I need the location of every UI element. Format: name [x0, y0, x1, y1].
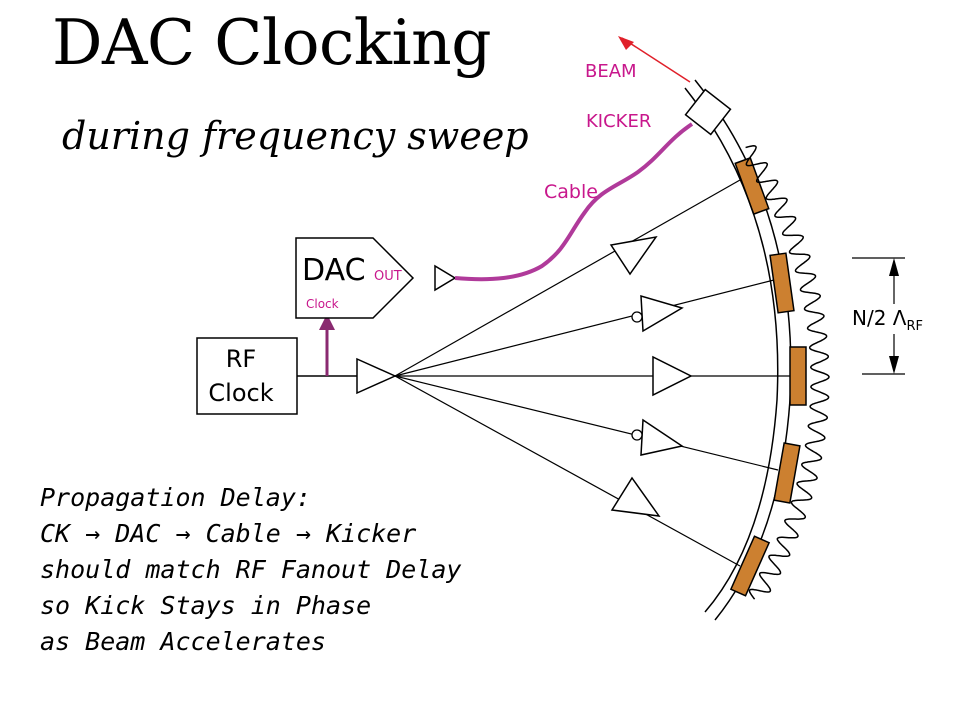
- buffer-3: [652, 355, 693, 397]
- slide-subtitle: during frequency sweep: [62, 114, 529, 158]
- note-line: as Beam Accelerates: [40, 627, 326, 656]
- cavity-3: [789, 346, 807, 406]
- inverter-2-bubble: [631, 311, 643, 323]
- beam-label: BEAM: [585, 61, 637, 82]
- spacing-label: N/2 ΛRF: [852, 306, 923, 334]
- kicker-box: [684, 88, 732, 136]
- inverter-4: [640, 418, 684, 456]
- slide-title: DAC Clocking: [52, 6, 492, 79]
- note-line: Propagation Delay:: [40, 483, 311, 512]
- beam-arrow-head: [618, 36, 634, 50]
- notes: Propagation Delay: CK → DAC → Cable → Ki…: [40, 480, 461, 660]
- dac-box: [295, 237, 415, 319]
- kicker-label: KICKER: [586, 111, 651, 132]
- beam-arrow-line: [621, 37, 691, 83]
- note-line: should match RF Fanout Delay: [40, 555, 462, 584]
- inverter-4-bubble: [631, 429, 643, 441]
- cable: [454, 122, 694, 282]
- buffer-1: [609, 235, 658, 276]
- cavity-1: [734, 156, 770, 216]
- dim-arrowhead-up: [889, 258, 899, 276]
- dim-arrowhead-down: [889, 356, 899, 374]
- cable-label: Cable: [544, 181, 598, 203]
- cavity-5: [729, 535, 771, 597]
- fanout-line-5: [394, 375, 741, 567]
- dac-clock-label: Clock: [306, 297, 339, 311]
- dac-label: DAC: [302, 253, 366, 288]
- dac-output-buffer: [434, 264, 457, 292]
- cavity-4: [773, 442, 801, 504]
- rf-label: RF: [226, 345, 256, 373]
- note-line: so Kick Stays in Phase: [40, 591, 372, 620]
- cavity-2: [769, 252, 795, 314]
- buffer-5: [610, 476, 661, 517]
- inverter-2: [640, 294, 684, 333]
- clock-arrowhead: [319, 314, 335, 330]
- fanout-line-4: [394, 375, 779, 471]
- fanout-buffer: [356, 357, 397, 395]
- fanout-line-2: [394, 279, 775, 377]
- note-line: CK → DAC → Cable → Kicker: [40, 519, 417, 548]
- rf-wave: [745, 145, 830, 600]
- ring-inner-line: [684, 87, 779, 613]
- dac-out-label: OUT: [374, 269, 402, 284]
- fanout-line-1: [394, 179, 741, 377]
- clock-label: Clock: [208, 379, 273, 407]
